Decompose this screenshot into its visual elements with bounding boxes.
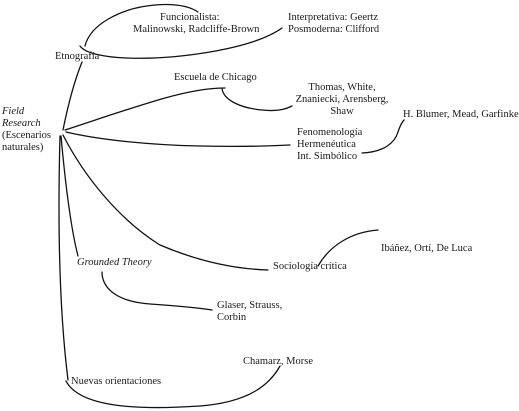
- node-thomas-line2: Znaniecki, Arensberg,: [295, 94, 389, 105]
- root-title-line1: Field: [2, 106, 25, 117]
- edge-funcionalista-interpretativa: [79, 27, 283, 59]
- node-grounded-theory: Grounded Theory: [77, 257, 152, 268]
- node-funcionalista-line2: Malinowski, Radcliffe-Brown: [133, 24, 260, 35]
- edge-root-grounded: [60, 135, 79, 257]
- node-sociologia-critica: Sociología crítica: [273, 261, 347, 272]
- root-subtitle-line1: (Escenarios: [2, 130, 51, 141]
- edge-root-critica: [62, 134, 269, 271]
- edge-chicago-thomas: [221, 88, 293, 112]
- node-ibanez: Ibáñez, Ortí, De Luca: [381, 243, 473, 254]
- edge-fenomenologia-blumer: [361, 119, 405, 154]
- node-interpretativa-line2: Posmoderna: Clifford: [288, 24, 380, 35]
- root-subtitle-line2: naturales): [2, 142, 44, 153]
- node-thomas-line1: Thomas, White,: [308, 82, 376, 93]
- node-blumer: H. Blumer, Mead, Garfinke: [403, 109, 519, 120]
- edge-root-chicago: [64, 87, 226, 131]
- edge-critica-ibanez: [317, 229, 379, 267]
- node-glaser-line1: Glaser, Strauss,: [217, 300, 283, 311]
- edge-etnografia-funcionalista: [84, 3, 199, 47]
- node-funcionalista-line1: Funcionalista:: [160, 12, 220, 23]
- edge-root-fenomenologia: [65, 131, 291, 148]
- node-etnografia: Etnografía: [55, 51, 100, 62]
- node-escuela-chicago: Escuela de Chicago: [174, 72, 257, 83]
- edge-nuevas-chamarz: [65, 365, 281, 409]
- edge-grounded-glaser: [101, 271, 213, 311]
- node-fenomenologia-line1: Fenomenología: [297, 127, 363, 138]
- node-interpretativa-line1: Interpretativa: Geertz: [288, 12, 379, 23]
- node-chamarz: Chamarz, Morse: [243, 356, 313, 367]
- node-fenomenologia-line2: Hermenéutica: [297, 139, 356, 150]
- edge-root-nuevas: [58, 135, 69, 381]
- node-thomas-line3: Shaw: [330, 106, 354, 117]
- node-glaser-line2: Corbin: [217, 312, 247, 323]
- root-title-line2: Research: [2, 118, 41, 129]
- node-nuevas-orientaciones: Nuevas orientaciones: [71, 376, 162, 387]
- edge-root-etnografia: [62, 61, 83, 131]
- node-fenomenologia-line3: Int. Simbólico: [297, 151, 358, 162]
